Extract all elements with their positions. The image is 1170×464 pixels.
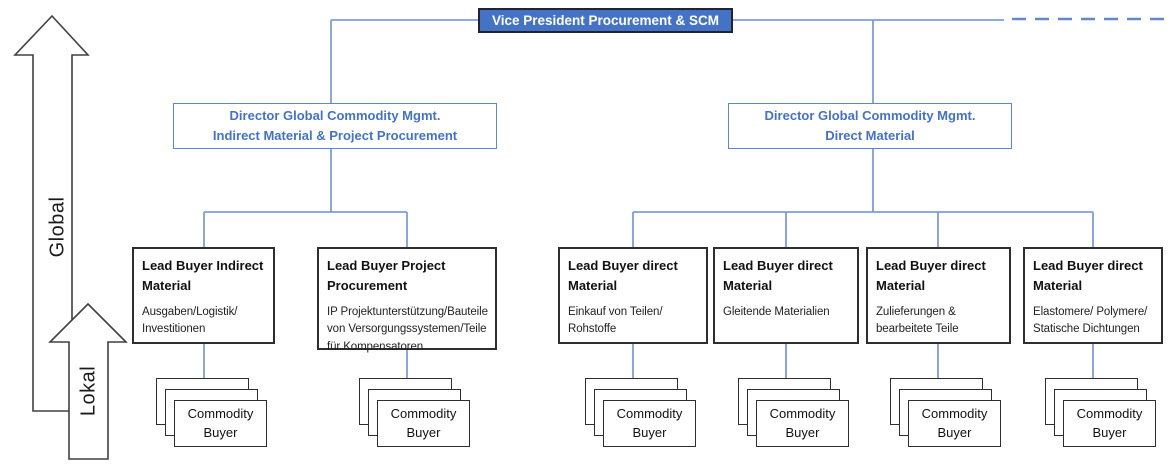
lead-buyer-box-direct-material-2: Lead Buyer direct Material Gleitende Mat… bbox=[713, 247, 859, 344]
lead-buyer-title: Lead Buyer Indirect Material bbox=[142, 258, 264, 293]
lead-buyer-box-project-procurement: Lead Buyer Project Procurement IP Projek… bbox=[317, 247, 497, 353]
lead-buyer-title: Lead Buyer direct Material bbox=[1033, 258, 1143, 293]
lead-buyer-box-indirect-material: Lead Buyer Indirect Material Ausgaben/Lo… bbox=[132, 247, 275, 344]
lead-buyer-subtitle: Einkauf von Teilen/ Rohstoffe bbox=[568, 306, 663, 336]
commodity-buyer-card: Commodity Buyer bbox=[1063, 400, 1156, 447]
commodity-buyer-card: Commodity Buyer bbox=[908, 400, 1001, 447]
commodity-buyer-card: Commodity Buyer bbox=[603, 400, 696, 447]
commodity-buyer-stack: Commodity Buyer bbox=[156, 378, 268, 448]
lead-buyer-box-direct-material-1: Lead Buyer direct Material Einkauf von T… bbox=[558, 247, 708, 344]
commodity-buyer-card: Commodity Buyer bbox=[174, 400, 267, 447]
vp-procurement-box: Vice President Procurement & SCM bbox=[478, 8, 733, 33]
lokal-axis-label: Lokal bbox=[77, 365, 100, 417]
lead-buyer-subtitle: Ausgaben/Logistik/ Investitionen bbox=[142, 306, 238, 336]
lead-buyer-title: Lead Buyer Project Procurement bbox=[327, 258, 446, 293]
commodity-buyer-stack: Commodity Buyer bbox=[359, 378, 471, 448]
commodity-buyer-stack: Commodity Buyer bbox=[738, 378, 850, 448]
lead-buyer-box-direct-material-4: Lead Buyer direct Material Elastomere/ P… bbox=[1023, 247, 1163, 344]
director-box-direct-material: Director Global Commodity Mgmt. Direct M… bbox=[728, 103, 1012, 149]
lead-buyer-title: Lead Buyer direct Material bbox=[723, 258, 833, 293]
lead-buyer-title: Lead Buyer direct Material bbox=[568, 258, 678, 293]
commodity-buyer-stack: Commodity Buyer bbox=[890, 378, 1002, 448]
director-box-indirect-material: Director Global Commodity Mgmt. Indirect… bbox=[173, 103, 497, 149]
lead-buyer-subtitle: Gleitende Materialien bbox=[723, 306, 830, 318]
commodity-buyer-card: Commodity Buyer bbox=[756, 400, 849, 447]
lead-buyer-subtitle: Elastomere/ Polymere/ Statische Dichtung… bbox=[1033, 306, 1148, 336]
lead-buyer-box-direct-material-3: Lead Buyer direct Material Zulieferungen… bbox=[866, 247, 1011, 344]
commodity-buyer-stack: Commodity Buyer bbox=[1045, 378, 1157, 448]
lead-buyer-subtitle: Zulieferungen & bearbeitete Teile bbox=[876, 306, 959, 336]
lead-buyer-subtitle: IP Projektunterstützung/Bauteile von Ver… bbox=[327, 306, 488, 353]
global-axis-label: Global bbox=[46, 196, 69, 258]
lead-buyer-title: Lead Buyer direct Material bbox=[876, 258, 986, 293]
commodity-buyer-stack: Commodity Buyer bbox=[585, 378, 697, 448]
commodity-buyer-card: Commodity Buyer bbox=[377, 400, 470, 447]
